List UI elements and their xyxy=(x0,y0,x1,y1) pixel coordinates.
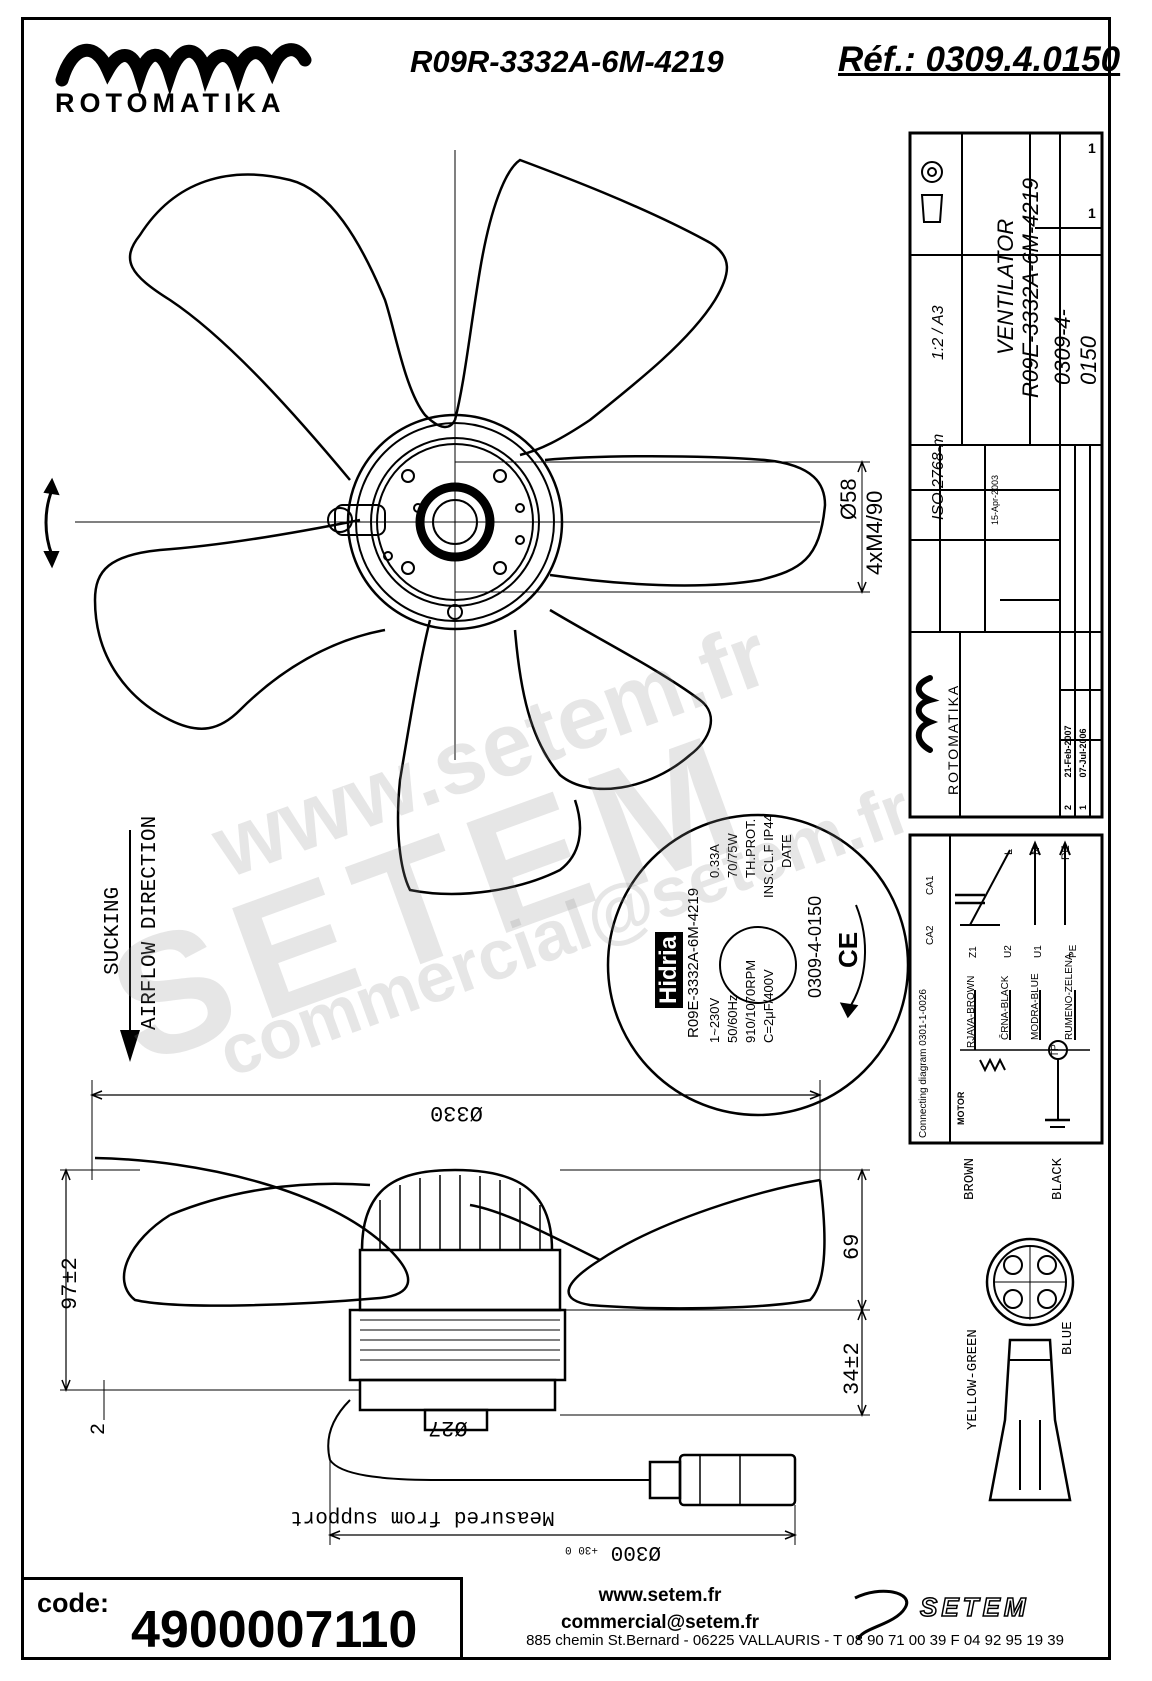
terminal-pe: PE xyxy=(1068,944,1079,958)
title-block-made-date: 15-Apr-2003 xyxy=(990,474,1000,525)
connector-blue: BLUE xyxy=(1060,1321,1076,1355)
terminal-u1: U1 xyxy=(1033,945,1044,958)
footer-contact: www.setem.fr commercial@setem.fr xyxy=(470,1582,850,1636)
title-block-sheet: 1 xyxy=(1088,205,1096,221)
title-block-title: VENTILATOR xyxy=(993,218,1018,355)
footer-email-link[interactable]: commercial@setem.fr xyxy=(560,1612,760,1633)
label-date: DATE xyxy=(779,834,794,868)
title-block-scale: 1:2 / A3 xyxy=(930,305,947,360)
cable-note: Measured from support xyxy=(290,1505,555,1528)
label-power: 70/75W xyxy=(725,833,740,878)
dim-69: 69 xyxy=(840,1233,865,1260)
wire-blue: MODRA-BLUE xyxy=(1030,973,1041,1040)
footer-address: 885 chemin St.Bernard - 06225 VALLAURIS … xyxy=(526,1632,1064,1649)
airflow-sucking: SUCKING xyxy=(102,886,125,975)
label-code: 0309-4-0150 xyxy=(805,895,825,998)
wiring-motor: MOTOR xyxy=(956,1091,966,1125)
label-insulation: INS.CL.F IP44 xyxy=(761,814,776,898)
label-rpm: 910/1070RPM xyxy=(743,959,758,1043)
code-label: code: xyxy=(37,1588,110,1618)
title-block-standard: ISO 2768-m xyxy=(930,433,947,520)
line-l: L xyxy=(1003,848,1015,855)
rotomatika-logo-icon xyxy=(55,43,312,96)
fan-side-view xyxy=(60,1080,870,1545)
setem-logo-icon xyxy=(854,1589,909,1641)
airflow-direction: AIRFLOW DIRECTION xyxy=(139,815,162,1030)
model-title: R09R-3332A-6M-4219 xyxy=(410,44,724,79)
label-capacitor: C=2μF/400V xyxy=(761,969,776,1043)
brand-name: ROTOMATIKA xyxy=(55,88,286,118)
dim-34: 34±2 xyxy=(840,1342,865,1395)
label-brand: Hidria xyxy=(655,931,683,1008)
fan-top-view xyxy=(43,150,870,896)
dim-overall-diameter: Ø330 xyxy=(430,1100,483,1125)
wire-brown: RJAVA-BROWN xyxy=(966,975,977,1048)
label-current: 0.33A xyxy=(707,844,722,878)
label-voltage: 1~230V xyxy=(707,997,722,1043)
dim-height: 97±2 xyxy=(58,1257,83,1310)
thermal-protector-label: TP xyxy=(1050,1044,1061,1057)
cable-length-value: Ø300 xyxy=(610,1540,662,1563)
title-block-logo-icon xyxy=(915,675,940,753)
rev-date: 21-Feb-2007 xyxy=(1063,725,1073,778)
drawing-frame xyxy=(21,17,1111,1660)
dim-shaft: Ø27 xyxy=(428,1415,468,1440)
title-block-subtitle: R09E-3332A-6M-4219 xyxy=(1018,177,1043,398)
line-pe: PE xyxy=(1060,845,1072,860)
terminal-z1: Z1 xyxy=(968,946,979,958)
label-model: R09E-3332A-6M-4219 xyxy=(685,887,702,1038)
cap-ca1: CA1 xyxy=(925,875,936,895)
motor-label-disk xyxy=(606,813,910,1117)
rev-row-2: 2 21-Feb-2007 xyxy=(1063,725,1073,810)
setem-logo: SETEM xyxy=(919,1591,1030,1623)
wiring-diagram xyxy=(908,833,1104,1145)
rev-number: 1 xyxy=(1078,804,1088,810)
dim-hub-diameter: Ø58 xyxy=(836,478,861,520)
connector-yellow-green: YELLOW-GREEN xyxy=(965,1329,981,1430)
connector-black: BLACK xyxy=(1050,1157,1066,1200)
label-freq: 50/60Hz xyxy=(725,994,740,1043)
line-n: N xyxy=(1030,847,1042,855)
rev-row-1: 1 07-Jul-2006 xyxy=(1078,728,1088,810)
reference-title: Réf.: 0309.4.0150 xyxy=(838,40,1121,79)
wire-yellow-green: RUMENO-ZELENA xyxy=(1064,953,1075,1040)
wiring-title: Connecting diagram 0301-1-0026 xyxy=(918,989,929,1138)
footer-website-link[interactable]: www.setem.fr xyxy=(598,1585,722,1606)
airflow-arrow-icon xyxy=(120,830,140,1062)
rev-date: 07-Jul-2006 xyxy=(1078,728,1088,778)
cable-length: Ø300 +30 0 xyxy=(565,1540,661,1563)
dim-thread: 4xM4/90 xyxy=(862,490,887,575)
cap-ca2: CA2 xyxy=(925,925,936,945)
label-protection: TH.PROT. xyxy=(743,818,758,878)
terminal-u2: U2 xyxy=(1003,945,1014,958)
title-block xyxy=(908,131,1104,819)
title-block-list: 1 xyxy=(1088,140,1096,156)
label-ce-mark: CE xyxy=(833,931,863,968)
connector-brown: BROWN xyxy=(962,1157,978,1200)
wire-black: ČRNA-BLACK xyxy=(1000,975,1011,1040)
title-block-brand: ROTOMATIKA xyxy=(945,683,961,795)
dim-2: 2 xyxy=(88,1422,111,1435)
title-block-code: 0309-4-0150 xyxy=(1050,309,1101,385)
rev-number: 2 xyxy=(1063,804,1073,810)
code-value: 4900007110 xyxy=(131,1601,418,1659)
cable-length-tol: +30 0 xyxy=(565,1543,599,1555)
connector-pinout xyxy=(985,1237,1075,1502)
code-box: code: 4900007110 xyxy=(21,1577,463,1660)
